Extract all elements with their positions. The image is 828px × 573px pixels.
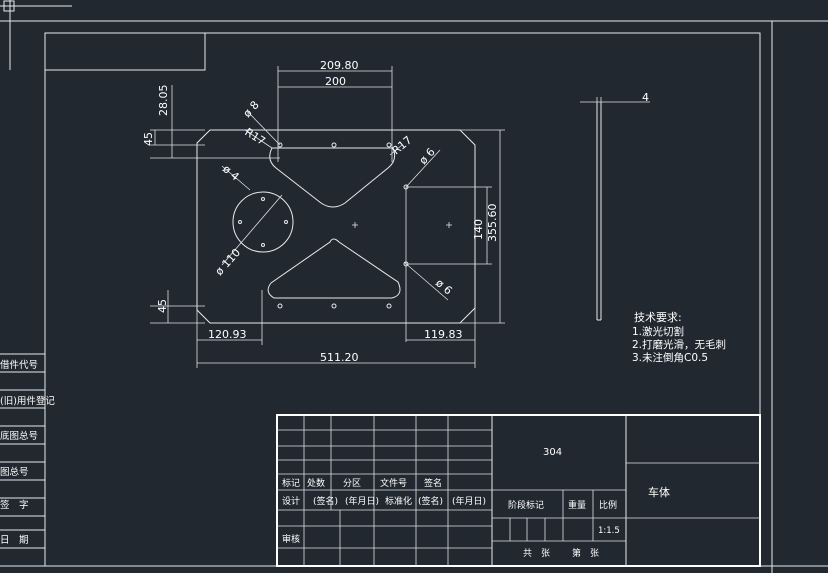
design-cell: (签名) xyxy=(418,495,443,507)
dim-119-83: 119.83 xyxy=(424,328,463,341)
dim-45-bottom: 45 xyxy=(156,299,169,313)
design-cell: (签名) xyxy=(313,495,338,507)
dim-r17-right: R17 xyxy=(390,133,415,157)
ucs-crosshair-icon xyxy=(0,0,72,70)
material-value: 304 xyxy=(543,447,562,458)
col-header: 签名 xyxy=(424,477,442,489)
part-name: 车体 xyxy=(648,485,670,499)
dim-phi-8: ø 8 xyxy=(241,99,262,121)
dim-140: 140 xyxy=(472,219,485,240)
side-label: 图总号 xyxy=(0,466,29,478)
dim-thickness: 4 xyxy=(642,91,649,104)
tech-line: 1.激光切割 xyxy=(632,325,684,338)
side-view[interactable]: 4 xyxy=(580,91,650,321)
sheet-number: 第 张 xyxy=(572,547,599,559)
side-label: 日 期 xyxy=(0,535,29,546)
scale-value: 1:1.5 xyxy=(598,526,620,536)
check-label: 审核 xyxy=(282,533,300,545)
dim-200: 200 xyxy=(325,75,346,88)
dimension-texts: 209.80 200 28.05 45 45 ø 8 R17 R17 ø 4 ø… xyxy=(142,59,499,364)
design-cell: (年月日) xyxy=(452,495,486,507)
title-block[interactable]: 304 车体 标记 处数 分区 文件号 签名 设计 (签名) (年月日) 标准化… xyxy=(276,414,761,567)
tech-line: 2.打磨光滑，无毛刺 xyxy=(632,338,726,351)
col-header: 文件号 xyxy=(380,477,407,489)
dim-28-05: 28.05 xyxy=(157,85,170,117)
dim-45-top: 45 xyxy=(142,132,155,146)
dim-phi-110: ø 110 xyxy=(213,246,244,278)
tech-requirements: 技术要求: 1.激光切割 2.打磨光滑，无毛刺 3.未注倒角C0.5 xyxy=(632,311,726,364)
dim-phi-6-top: ø 6 xyxy=(417,146,438,168)
tech-line: 3.未注倒角C0.5 xyxy=(632,351,708,364)
design-cell: (年月日) xyxy=(345,495,379,507)
design-cell: 设计 xyxy=(282,495,300,507)
side-strip: 借件代号 (旧)用件登记 底图总号 图总号 签 字 日 期 xyxy=(0,353,55,549)
tech-title: 技术要求: xyxy=(634,311,682,324)
dim-phi-6-bottom: ø 6 xyxy=(433,276,455,297)
side-label: 借件代号 xyxy=(0,359,38,371)
dim-209-80: 209.80 xyxy=(320,59,359,72)
side-label: 底图总号 xyxy=(0,430,38,442)
dimension-lines xyxy=(150,66,505,368)
dim-120-93: 120.93 xyxy=(208,328,247,341)
big-hole xyxy=(232,191,294,253)
total-sheets: 共 张 xyxy=(523,548,550,559)
scale-label: 比例 xyxy=(599,499,617,511)
dim-511-20: 511.20 xyxy=(320,351,359,364)
stage-mark-label: 阶段标记 xyxy=(508,499,544,511)
side-label: 签 字 xyxy=(0,499,29,511)
side-label: (旧)用件登记 xyxy=(0,395,55,407)
weight-label: 重量 xyxy=(568,499,586,511)
design-cell: 标准化 xyxy=(385,495,412,507)
col-header: 标记 xyxy=(282,477,300,489)
col-header: 处数 xyxy=(307,477,325,489)
dim-355-60: 355.60 xyxy=(486,204,499,243)
col-header: 分区 xyxy=(343,478,361,489)
